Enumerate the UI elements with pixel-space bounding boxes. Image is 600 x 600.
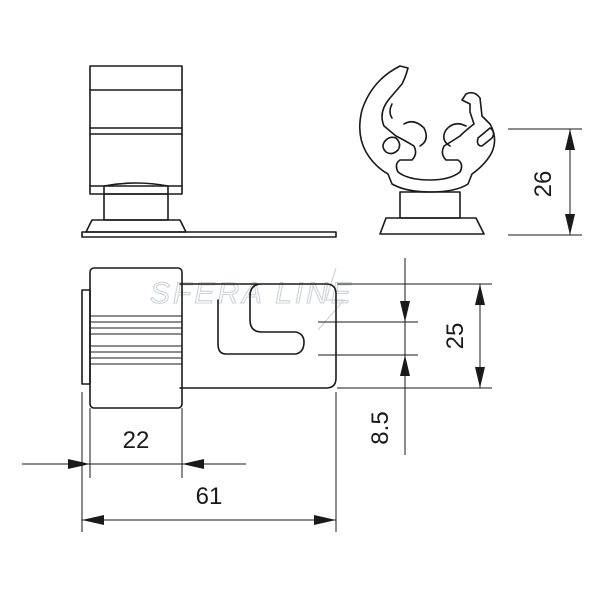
front-view <box>81 65 337 238</box>
arrow-up-icon <box>400 355 410 376</box>
front-view-flange <box>85 219 187 233</box>
watermark: SFERA LINE <box>149 267 354 331</box>
side-view-slot <box>476 127 495 147</box>
front-view-head <box>89 65 183 195</box>
dim-25: 25 <box>337 283 492 389</box>
dim-26-label: 26 <box>530 171 557 198</box>
arrow-left-icon <box>82 515 104 525</box>
dim-25-label: 25 <box>442 323 469 350</box>
side-view-clip <box>358 65 496 193</box>
top-view-ribs <box>90 315 182 365</box>
side-view <box>358 65 496 235</box>
dim-8-5-label: 8.5 <box>367 411 394 444</box>
front-view-neck <box>103 182 169 195</box>
dimensions: 26 25 8.5 22 <box>22 128 582 532</box>
front-view-post <box>103 193 169 221</box>
top-view <box>81 267 337 409</box>
arrow-right-icon <box>314 515 336 525</box>
arrow-down-icon <box>475 367 485 388</box>
top-view-head-rim <box>81 289 91 385</box>
arrow-right-icon <box>68 459 90 469</box>
front-view-base-plate <box>81 231 337 238</box>
arrow-up-icon <box>565 129 575 150</box>
dim-22-label: 22 <box>123 427 150 454</box>
arrow-down-icon <box>565 214 575 235</box>
dim-22: 22 <box>22 408 246 478</box>
side-view-flange <box>379 217 485 235</box>
watermark-text: SFERA LINE <box>150 277 354 310</box>
dim-61: 61 <box>81 392 337 532</box>
side-view-hole <box>382 136 401 155</box>
arrow-up-icon <box>475 284 485 305</box>
dim-61-label: 61 <box>196 483 223 510</box>
arrow-down-icon <box>400 301 410 322</box>
dim-26: 26 <box>508 128 582 236</box>
arrow-left-icon <box>182 459 204 469</box>
side-view-post <box>399 191 461 219</box>
top-view-plate <box>179 283 337 389</box>
dim-8-5: 8.5 <box>318 258 418 455</box>
